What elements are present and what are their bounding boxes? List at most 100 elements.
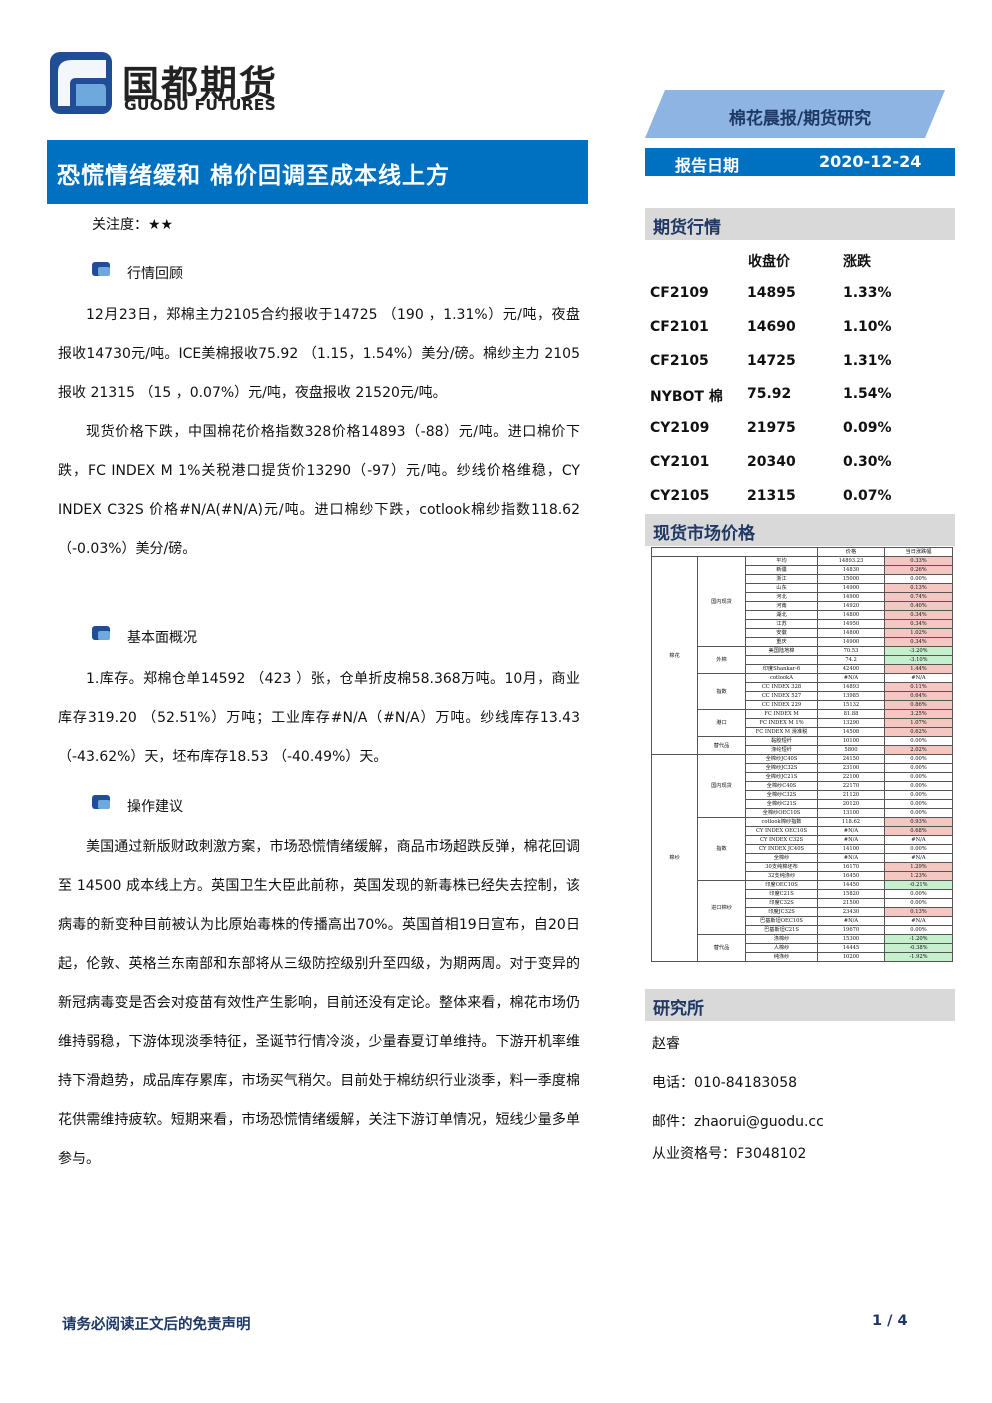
spot-price: 16170 bbox=[817, 862, 885, 872]
futures-change: 0.09% bbox=[843, 420, 892, 437]
spot-item: 涤纶短纤 bbox=[745, 745, 818, 755]
spot-col-price: 价格 bbox=[817, 547, 885, 557]
spot-change: -0.21% bbox=[884, 880, 953, 890]
spot-price: 74.2 bbox=[817, 655, 885, 665]
futures-close: 14690 bbox=[747, 318, 796, 335]
spot-change: 3.25% bbox=[884, 709, 953, 719]
spot-item: cotlook棉纱指数 bbox=[745, 817, 818, 827]
spot-change: -0.38% bbox=[884, 943, 953, 953]
logo-text-en: GUODU FUTURES bbox=[124, 96, 276, 114]
spot-change: 1.29% bbox=[884, 862, 953, 872]
review-paragraph: 12月23日，郑棉主力2105合约报收于14725 （190 ，1.31%）元/… bbox=[58, 307, 580, 401]
spot-item: 河北 bbox=[745, 592, 818, 602]
spot-change: 0.00% bbox=[884, 781, 953, 791]
futures-change: 1.33% bbox=[843, 285, 892, 301]
spot-change: 0.62% bbox=[884, 727, 953, 737]
spot-change: 0.00% bbox=[884, 889, 953, 899]
spot-price: 10100 bbox=[817, 736, 885, 746]
review-text: 12月23日，郑棉主力2105合约报收于14725 （190 ，1.31%）元/… bbox=[58, 296, 580, 569]
spot-item: 新疆 bbox=[745, 565, 818, 575]
spot-item: 全棉纱OEC10S bbox=[745, 808, 818, 818]
spot-item: 印度C32S bbox=[745, 898, 818, 908]
spot-price: 14900 bbox=[817, 637, 885, 647]
analyst-name: 赵睿 bbox=[652, 1036, 680, 1052]
spot-header-row: 价格当日涨跌幅 bbox=[651, 547, 953, 557]
spot-change: 0.00% bbox=[884, 574, 953, 584]
spot-price: 23100 bbox=[817, 763, 885, 773]
spot-change: #N/A bbox=[884, 853, 953, 863]
spot-price: 14100 bbox=[817, 844, 885, 854]
spot-item: CY INDEX OEC10S bbox=[745, 826, 818, 836]
spot-subgroup-label: 指数 bbox=[697, 817, 746, 881]
spot-header-blank bbox=[651, 547, 818, 557]
spot-change: 0.13% bbox=[884, 583, 953, 593]
report-type-label: 棉花晨报/期货研究 bbox=[728, 109, 872, 129]
spot-change: 0.00% bbox=[884, 925, 953, 935]
spot-item: cotlookA bbox=[745, 673, 818, 683]
spot-change: 2.02% bbox=[884, 745, 953, 755]
spot-change: -3.10% bbox=[884, 655, 953, 665]
spot-price: 15300 bbox=[817, 934, 885, 944]
spot-price: 5800 bbox=[817, 745, 885, 755]
spot-item: FC INDEX M 滑准税 bbox=[745, 727, 818, 737]
spot-item: FC INDEX M bbox=[745, 709, 818, 719]
spot-change: 0.00% bbox=[884, 790, 953, 800]
spot-change: 0.00% bbox=[884, 844, 953, 854]
report-date-value: 2020-12-24 bbox=[819, 152, 922, 171]
spot-item: 全棉纱JC40S bbox=[745, 754, 818, 764]
spot-price: 14508 bbox=[817, 727, 885, 737]
futures-heading: 期货行情 bbox=[653, 218, 721, 238]
futures-close: 75.92 bbox=[747, 386, 792, 403]
spot-item: 平均 bbox=[745, 556, 818, 566]
spot-heading: 现货市场价格 bbox=[653, 524, 755, 544]
spot-heading-bar: 现货市场价格 bbox=[645, 514, 955, 546]
spot-price: 14450 bbox=[817, 880, 885, 890]
spot-change: 0.00% bbox=[884, 754, 953, 764]
spot-item: 印度Shankar-6 bbox=[745, 664, 818, 674]
disclaimer-link[interactable]: 请务必阅读正文后的免责声明 bbox=[62, 1317, 251, 1333]
spot-change: 1.07% bbox=[884, 718, 953, 728]
spot-change: 0.74% bbox=[884, 592, 953, 602]
spot-price: #N/A bbox=[817, 916, 885, 926]
section-bullet-icon bbox=[92, 795, 110, 809]
spot-subgroup-label: 国内现货 bbox=[697, 556, 746, 647]
futures-code: CF2109 bbox=[650, 285, 709, 301]
analyst-email: 邮件：zhaorui@guodu.cc bbox=[652, 1114, 824, 1130]
spot-item: 印度OEC10S bbox=[745, 880, 818, 890]
fundamental-paragraph: 1.库存。郑棉仓单14592 （423 ）张，仓单折皮棉58.368万吨。10月… bbox=[58, 671, 580, 765]
spot-price: 81.88 bbox=[817, 709, 885, 719]
spot-change: -3.20% bbox=[884, 646, 953, 656]
spot-item: 巴基斯坦C21S bbox=[745, 925, 818, 935]
spot-change: 0.26% bbox=[884, 565, 953, 575]
spot-change: 0.00% bbox=[884, 772, 953, 782]
spot-price: 21120 bbox=[817, 790, 885, 800]
futures-change: 0.30% bbox=[843, 454, 892, 470]
spot-price: 23430 bbox=[817, 907, 885, 917]
futures-close: 14725 bbox=[747, 352, 796, 369]
spot-subgroup-label: 替代品 bbox=[697, 736, 746, 755]
spot-change: 0.34% bbox=[884, 610, 953, 620]
report-type-banner bbox=[645, 90, 945, 138]
page-title: 恐慌情绪缓和 棉价回调至成本线上方 bbox=[57, 163, 451, 189]
spot-subgroup-label: 进口棉纱 bbox=[697, 880, 746, 935]
spot-price: 42400 bbox=[817, 664, 885, 674]
spot-price: 14900 bbox=[817, 583, 885, 593]
spot-item: CC INDEX 527 bbox=[745, 691, 818, 701]
spot-item: 32支纯涤纱 bbox=[745, 871, 818, 881]
spot-change: #N/A bbox=[884, 673, 953, 683]
spot-change: 1.02% bbox=[884, 628, 953, 638]
spot-subgroup-label: 国内现货 bbox=[697, 754, 746, 818]
spot-price: 70.53 bbox=[817, 646, 885, 656]
spot-price: 16450 bbox=[817, 871, 885, 881]
spot-item: 人棉纱 bbox=[745, 943, 818, 953]
spot-change: 0.33% bbox=[884, 556, 953, 566]
spot-price: 19670 bbox=[817, 925, 885, 935]
spot-change: 0.00% bbox=[884, 808, 953, 818]
spot-change: 0.13% bbox=[884, 907, 953, 917]
